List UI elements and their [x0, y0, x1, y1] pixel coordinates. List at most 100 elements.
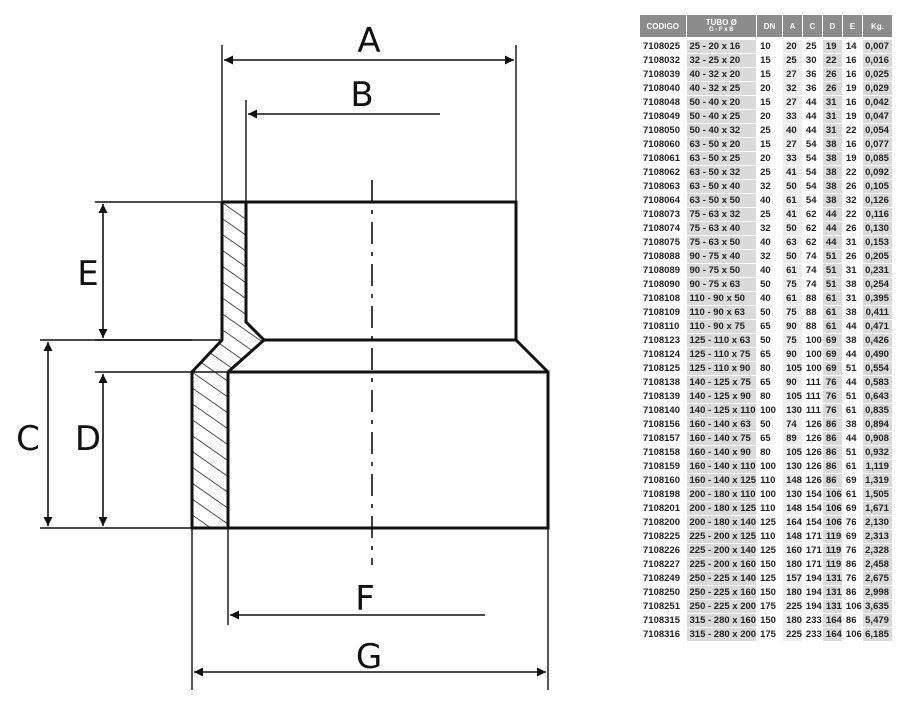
table-cell: 25 [782, 53, 803, 68]
table-cell: 110 - 90 x 50 [686, 291, 758, 306]
table-cell: 54 [802, 193, 823, 208]
table-cell: 0,029 [862, 81, 893, 96]
table-cell: 27 [782, 67, 803, 82]
table-cell: 51 [822, 277, 843, 292]
table-cell: 7108061 [640, 151, 687, 166]
table-cell: 6,185 [862, 627, 893, 642]
column-header-label: Kg. [870, 21, 884, 31]
table-cell: 105 [782, 361, 803, 376]
column-header: CODIGO [640, 15, 687, 40]
table-cell: 74 [782, 417, 803, 432]
table-cell: 233 [802, 613, 823, 628]
table-cell: 22 [822, 53, 843, 68]
table-cell: 7108089 [640, 263, 687, 278]
table-cell: 74 [802, 277, 823, 292]
table-cell: 86 [822, 417, 843, 432]
table-cell: 38 [842, 333, 863, 348]
table-cell: 26 [822, 81, 843, 96]
table-cell: 194 [802, 571, 823, 586]
table-cell: 50 - 40 x 32 [686, 123, 758, 138]
table-cell: 31 [842, 235, 863, 250]
table-cell: 7108049 [640, 109, 687, 124]
table-cell: 2,998 [862, 585, 893, 600]
table-cell: 0,835 [862, 403, 893, 418]
table-cell: 50 [756, 417, 784, 432]
table-cell: 86 [822, 473, 843, 488]
table-cell: 131 [822, 585, 843, 600]
table-cell: 74 [802, 249, 823, 264]
table-cell: 106 [822, 501, 843, 516]
table-cell: 0,025 [862, 67, 893, 82]
table-cell: 7108138 [640, 375, 687, 390]
table-cell: 0,254 [862, 277, 893, 292]
table-cell: 154 [802, 487, 823, 502]
table-cell: 44 [802, 95, 823, 110]
table-cell: 100 [756, 403, 784, 418]
table-cell: 75 [782, 333, 803, 348]
table-cell: 31 [842, 291, 863, 306]
table-cell: 7108109 [640, 305, 687, 320]
table-cell: 76 [822, 375, 843, 390]
table-cell: 40 [782, 123, 803, 138]
table-cell: 69 [842, 529, 863, 544]
column-header-label: C [809, 21, 816, 31]
table-cell: 180 [782, 585, 803, 600]
column-header: DN [756, 15, 784, 40]
table-cell: 0,205 [862, 249, 893, 264]
table-cell: 160 [782, 543, 803, 558]
table-cell: 19 [842, 151, 863, 166]
table-cell: 110 - 90 x 75 [686, 319, 758, 334]
table-cell: 1,671 [862, 501, 893, 516]
table-cell: 44 [842, 347, 863, 362]
reducer-drawing: A B E C D F G [16, 21, 550, 690]
table-cell: 88 [802, 305, 823, 320]
table-cell: 7108198 [640, 487, 687, 502]
table-cell: 250 - 225 x 140 [686, 571, 758, 586]
table-cell: 7108110 [640, 319, 687, 334]
table-cell: 7108074 [640, 221, 687, 236]
table-cell: 63 - 50 x 32 [686, 165, 758, 180]
table-cell: 0,092 [862, 165, 893, 180]
table-cell: 119 [822, 529, 843, 544]
table-cell: 200 - 180 x 140 [686, 515, 758, 530]
table-cell: 76 [822, 403, 843, 418]
reducer-outline [190, 200, 550, 530]
table-cell: 140 - 125 x 110 [686, 403, 758, 418]
table-cell: 75 - 63 x 50 [686, 235, 758, 250]
table-cell: 0,471 [862, 319, 893, 334]
table-cell: 315 - 280 x 200 [686, 627, 758, 642]
table-cell: 32 [756, 221, 784, 236]
table-cell: 63 - 50 x 20 [686, 137, 758, 152]
table-cell: 86 [842, 557, 863, 572]
table-cell: 0,583 [862, 375, 893, 390]
table-cell: 105 [782, 445, 803, 460]
table-cell: 225 [782, 599, 803, 614]
dimension-lines [43, 55, 546, 677]
table-cell: 148 [782, 529, 803, 544]
table-cell: 7108251 [640, 599, 687, 614]
table-cell: 90 [782, 347, 803, 362]
table-cell: 20 [756, 151, 784, 166]
table-cell: 20 [782, 38, 803, 54]
table-cell: 90 [782, 319, 803, 334]
table-cell: 125 - 110 x 90 [686, 361, 758, 376]
table-cell: 7108139 [640, 389, 687, 404]
table-cell: 200 - 180 x 110 [686, 487, 758, 502]
table-cell: 31 [842, 263, 863, 278]
table-cell: 51 [822, 249, 843, 264]
table-cell: 20 [756, 81, 784, 96]
table-cell: 7108250 [640, 585, 687, 600]
table-cell: 15 [756, 137, 784, 152]
table-cell: 38 [822, 151, 843, 166]
table-cell: 111 [802, 403, 823, 418]
table-cell: 157 [782, 571, 803, 586]
